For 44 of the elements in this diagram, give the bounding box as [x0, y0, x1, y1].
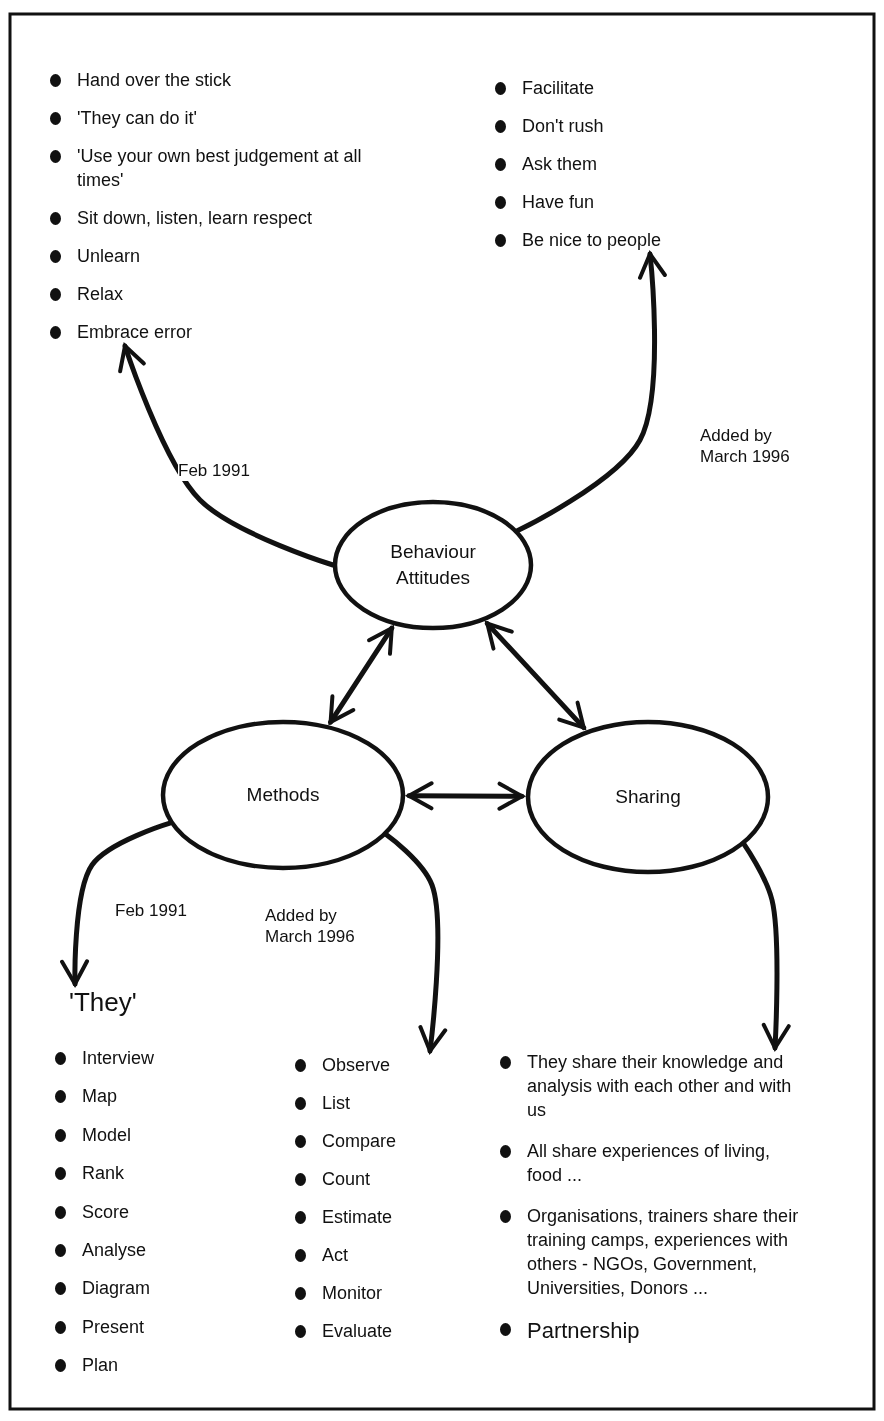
concept-label: Methods [245, 783, 321, 807]
list-item: Organisations, trainers share their training camps, experiences with others - NGOs, Government, Universities, Donors ... [527, 1205, 800, 1300]
list-item: Facilitate [522, 77, 595, 100]
list-item: Evaluate [322, 1320, 393, 1343]
list-item: Present [82, 1315, 145, 1339]
list-item: Partnership [527, 1317, 641, 1345]
list-item: Have fun [522, 191, 595, 214]
arrow [406, 781, 525, 811]
list-item: 'Use your own best judgement at all times' [77, 145, 363, 192]
list-item: Compare [322, 1130, 397, 1153]
list-heading: 'They' [69, 986, 137, 1018]
list-item: Relax [77, 283, 125, 306]
list-item: Observe [322, 1054, 391, 1077]
list-item: They share their knowledge and analysis with each other and with us [527, 1051, 793, 1122]
list-item: Hand over the stick [77, 69, 233, 92]
list-item: Analyse [82, 1238, 147, 1262]
list-item: Monitor [322, 1282, 383, 1305]
list-item: Ask them [522, 153, 598, 176]
list-item: Be nice to people [522, 229, 662, 252]
list-item: Map [82, 1085, 117, 1109]
list-item: Score [82, 1200, 130, 1224]
list-item: 'They can do it' [77, 107, 198, 130]
arrow [515, 251, 667, 534]
arrow [383, 832, 448, 1054]
list-item: Act [322, 1244, 348, 1267]
list-item: Plan [82, 1354, 119, 1378]
concept-label: Behaviour Attitudes [389, 540, 477, 590]
list-item: Embrace error [77, 321, 194, 344]
list-item: Count [322, 1168, 371, 1191]
arrow [328, 625, 395, 725]
list-item: Estimate [322, 1206, 393, 1229]
concept-label: Sharing [614, 785, 682, 809]
list-item: Model [82, 1123, 132, 1147]
list-item: Sit down, listen, learn respect [77, 207, 314, 230]
list-item: Rank [82, 1162, 125, 1186]
list-item: List [322, 1092, 350, 1115]
list-item: All share experiences of living, food ... [527, 1140, 772, 1187]
list-item: Unlearn [77, 245, 142, 268]
arrow [60, 820, 173, 987]
list-item: Interview [82, 1047, 155, 1070]
list-item: Don't rush [522, 115, 604, 138]
arrow [741, 841, 791, 1051]
list-item: Diagram [82, 1277, 151, 1301]
arrow [484, 621, 587, 731]
